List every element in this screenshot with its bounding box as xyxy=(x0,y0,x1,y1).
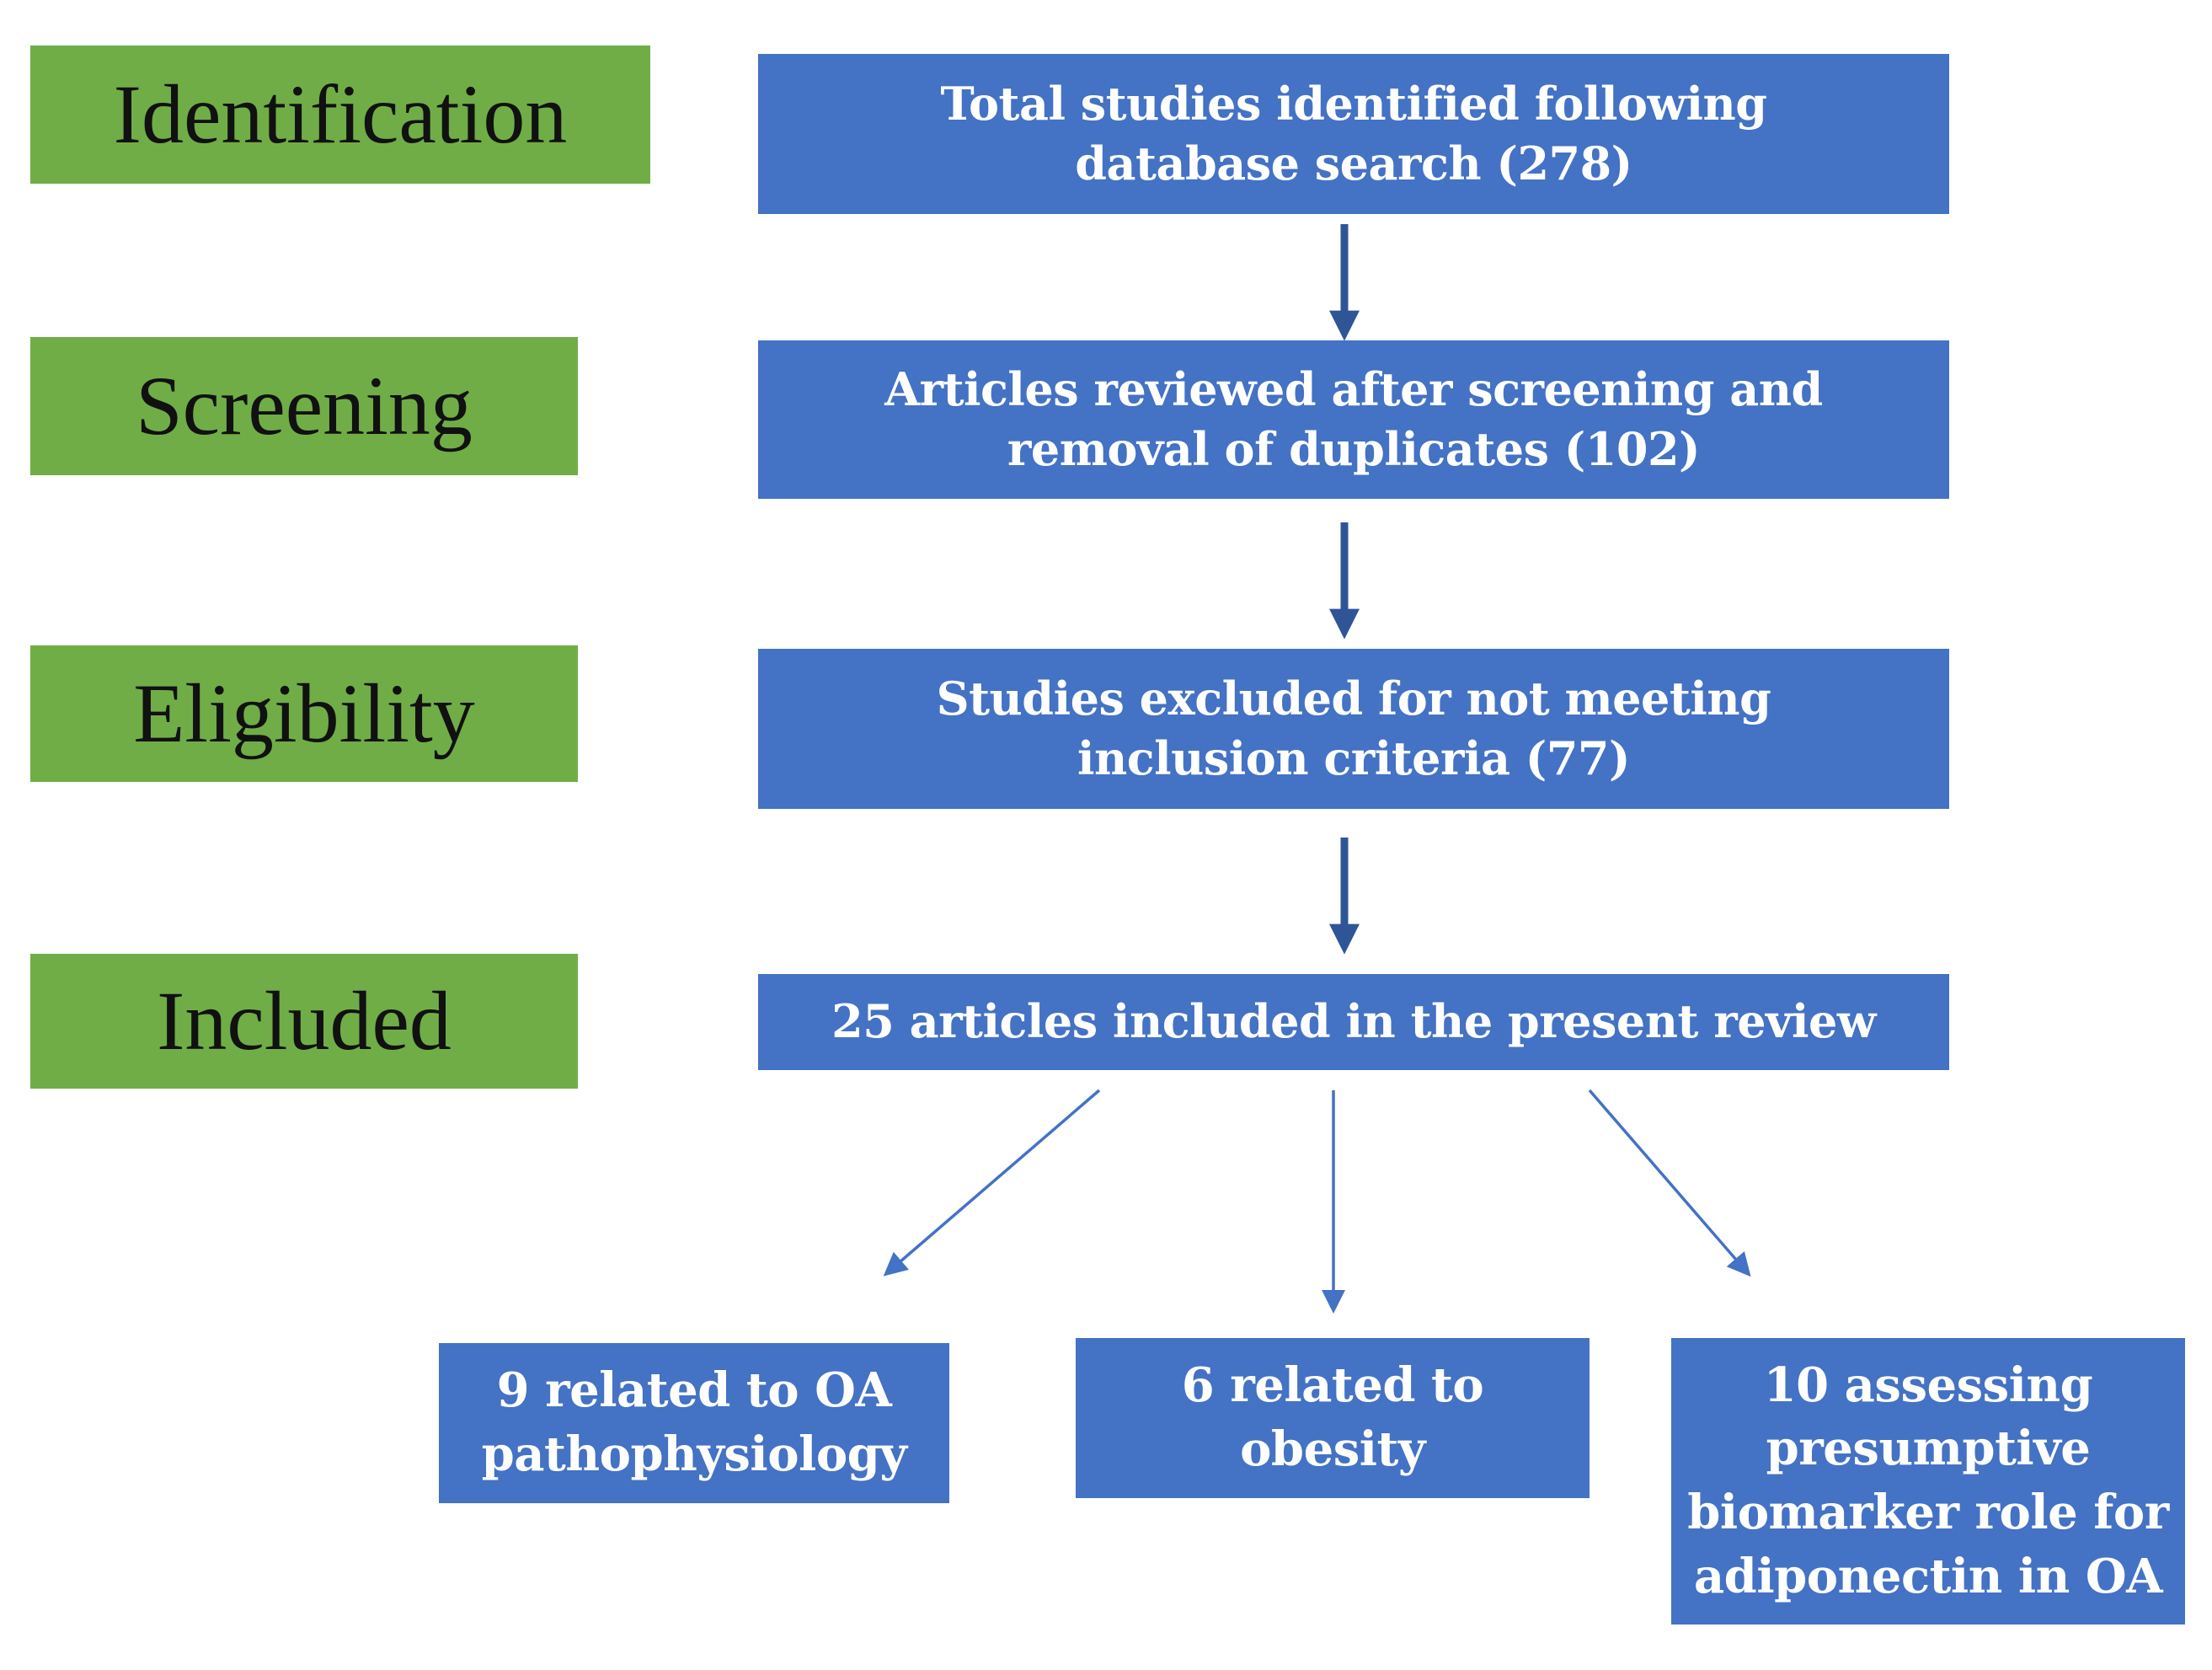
box-screened: Articles reviewed after screening and re… xyxy=(758,340,1949,499)
stage-eligibility: Eligibility xyxy=(30,645,578,782)
box-included: 25 articles included in the present revi… xyxy=(758,974,1949,1070)
box-biomarker: 10 assessing presumptive biomarker role … xyxy=(1671,1338,2185,1625)
box-excluded: Studies excluded for not meeting inclusi… xyxy=(758,649,1949,809)
stage-identification: Identification xyxy=(30,45,650,184)
box-oa-pathophysiology: 9 related to OA pathophysiology xyxy=(439,1343,949,1503)
arrow-included-to-biomarker xyxy=(1588,1089,1751,1277)
arrow-included-to-oa xyxy=(883,1089,1101,1277)
box-obesity: 6 related to obesity xyxy=(1076,1338,1590,1498)
stage-screening: Screening xyxy=(30,337,578,475)
stage-included: Included xyxy=(30,954,578,1089)
box-identified: Total studies identified following datab… xyxy=(758,54,1949,214)
